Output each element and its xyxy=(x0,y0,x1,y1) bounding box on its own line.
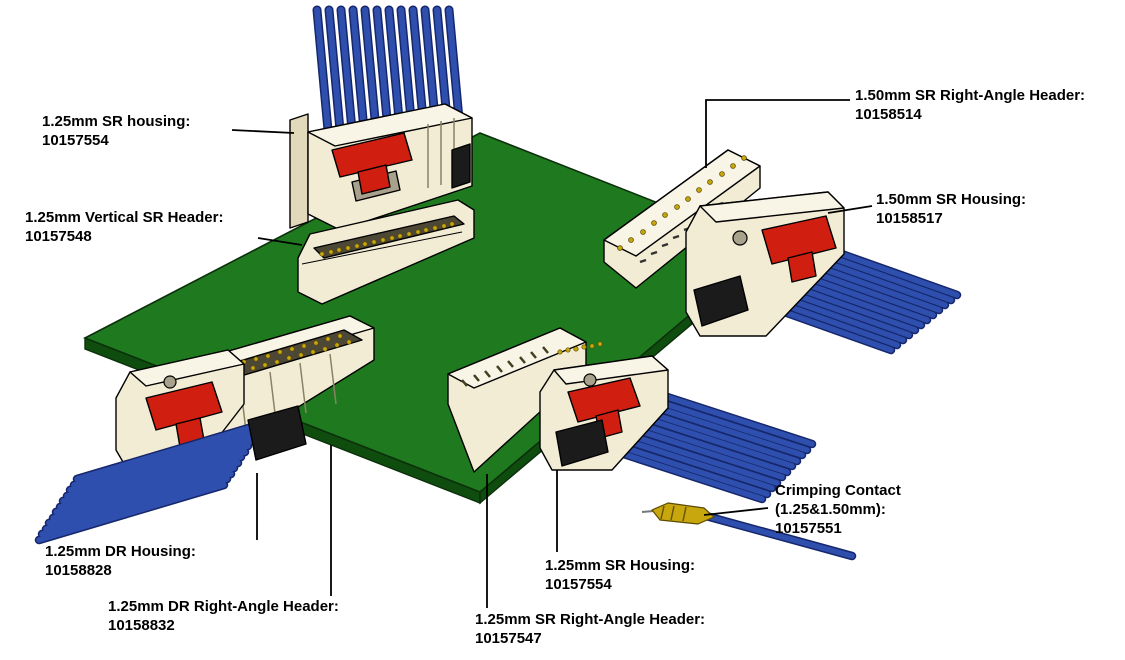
label-crimping-contact: Crimping Contact (1.25&1.50mm): 10157551 xyxy=(775,482,901,538)
callout-lines xyxy=(231,99,873,608)
red-latch-dr xyxy=(145,381,223,431)
wire-bundle-dr xyxy=(34,419,267,545)
callout-line-sr-right-angle-header-150 xyxy=(705,99,850,168)
label-sr-housing-top: 1.25mm SR housing: 10157554 xyxy=(42,113,191,150)
callout-line-vertical-sr-header xyxy=(257,237,303,246)
red-latch-125 xyxy=(567,377,641,423)
vertical-header-pins xyxy=(319,221,455,257)
wire-bundle-top xyxy=(312,5,467,157)
label-vertical-sr-header: 1.25mm Vertical SR Header: 10157548 xyxy=(25,209,224,246)
label-sr-right-angle-header-125: 1.25mm SR Right-Angle Header: 10157547 xyxy=(475,611,706,648)
crimping-contact-graphic xyxy=(641,502,857,561)
dr-housing-black-part xyxy=(247,405,307,461)
header-pins-150 xyxy=(617,155,747,251)
wire-bundle-150 xyxy=(751,242,962,355)
label-dr-housing: 1.25mm DR Housing: 10158828 xyxy=(45,543,196,580)
label-sr-housing-bottom: 1.25mm SR Housing: 10157554 xyxy=(545,557,696,594)
vertical-sr-header-graphic xyxy=(297,199,475,305)
label-sr-housing-150: 1.50mm SR Housing: 10158517 xyxy=(876,191,1027,228)
label-sr-right-angle-header-150: 1.50mm SR Right-Angle Header: 10158514 xyxy=(855,87,1086,124)
sr-housing-150-graphic xyxy=(685,191,845,337)
red-latch-top xyxy=(331,132,413,178)
sr-housing-125-graphic xyxy=(539,355,669,471)
callout-line-sr-housing-top xyxy=(231,129,295,134)
sr-right-angle-header-125-graphic xyxy=(447,327,603,473)
callout-line-sr-housing-150 xyxy=(827,205,873,214)
sr-housing-top-graphic xyxy=(289,103,473,231)
wire-bundle-125 xyxy=(597,387,817,504)
red-latch-150 xyxy=(761,215,837,265)
sr-header-pins-125 xyxy=(557,341,603,355)
label-dr-right-angle-header: 1.25mm DR Right-Angle Header: 10158832 xyxy=(108,598,339,635)
callout-line-crimping-contact xyxy=(703,507,769,516)
